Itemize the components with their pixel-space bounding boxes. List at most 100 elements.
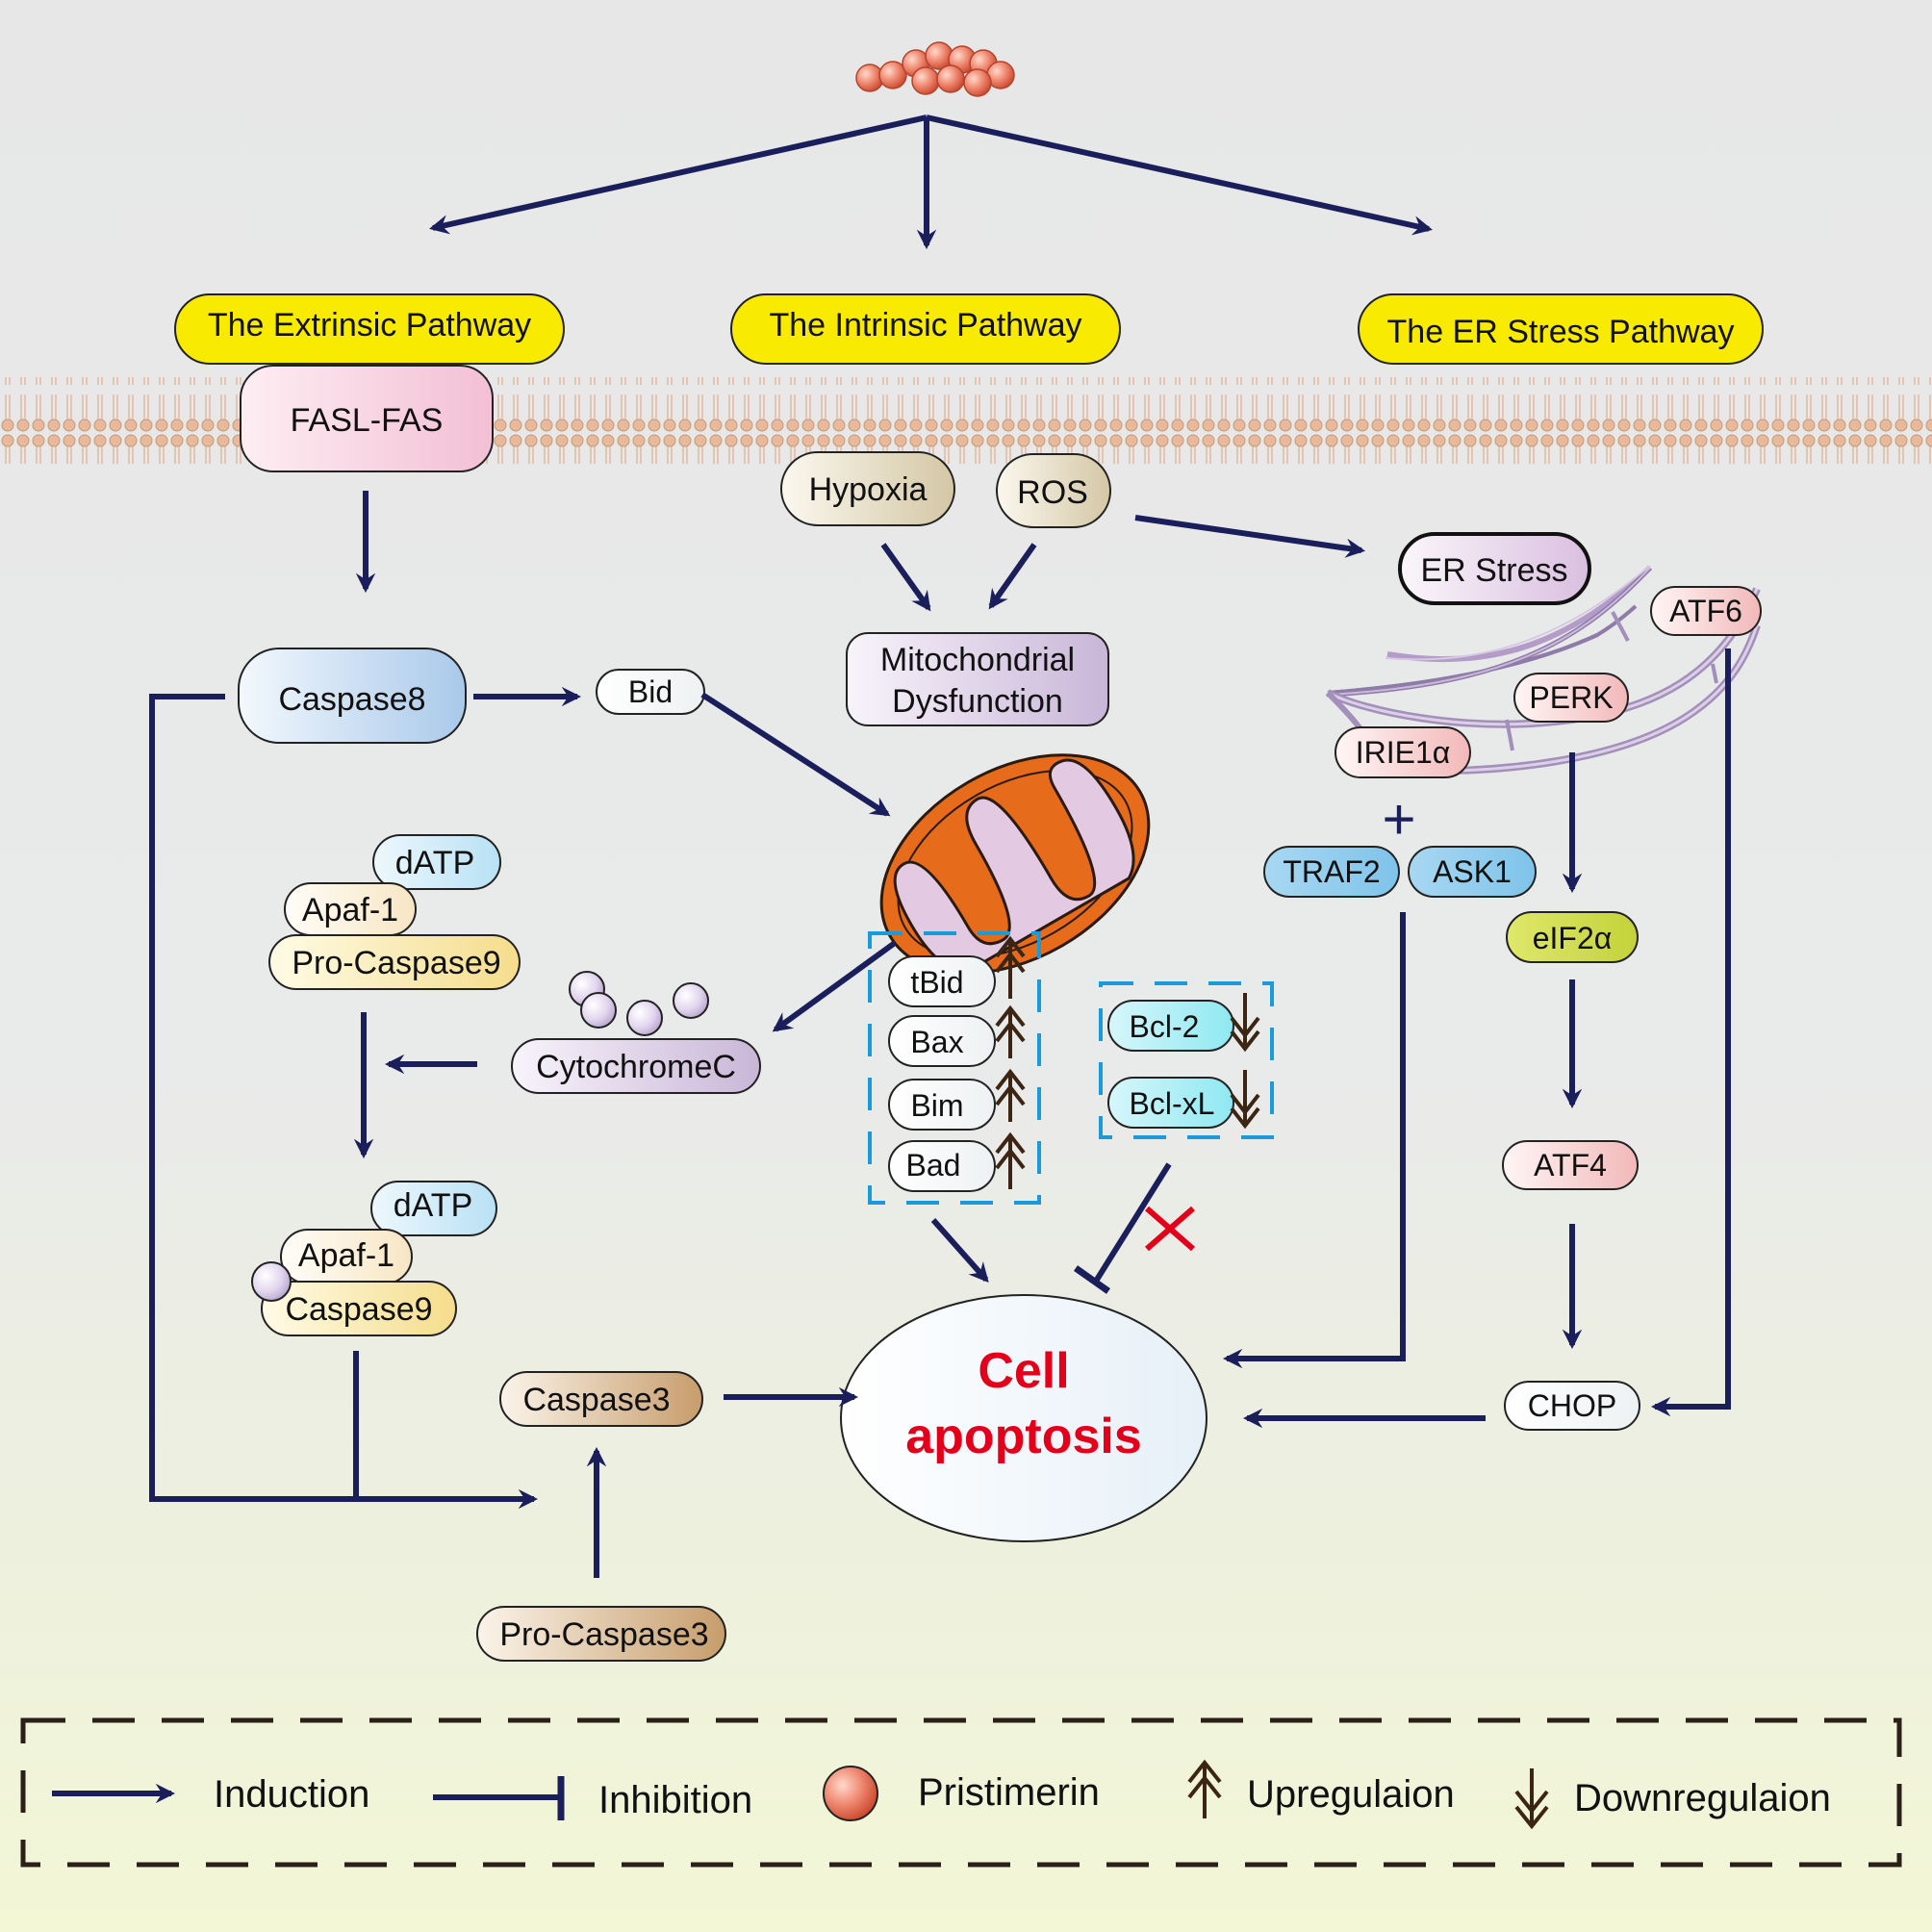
legend-induction: Induction	[52, 1773, 369, 1816]
svg-text:ASK1: ASK1	[1433, 854, 1512, 889]
cell-apoptosis-node: Cell apoptosis	[840, 1294, 1208, 1542]
node-bid: Bid	[596, 669, 705, 715]
svg-text:Hypoxia: Hypoxia	[809, 471, 928, 508]
up-arrow-bax-icon	[995, 1004, 1026, 1058]
flow-arrows	[149, 491, 1731, 1578]
svg-text:Bid: Bid	[628, 674, 673, 709]
inhibit-cross-icon	[1145, 1206, 1195, 1252]
svg-text:ATF4: ATF4	[1534, 1148, 1607, 1182]
svg-text:PERK: PERK	[1529, 680, 1613, 715]
svg-text:Pro-Caspase3: Pro-Caspase3	[499, 1616, 708, 1653]
pro-apoptotic-box	[868, 931, 1041, 1205]
node-bclxl: Bcl-xL	[1107, 1077, 1234, 1129]
svg-text:eIF2α: eIF2α	[1533, 921, 1613, 955]
svg-text:dATP: dATP	[395, 845, 475, 881]
node-bad: Bad	[888, 1140, 996, 1192]
node-mitochondrial-dysfunction: Mitochondrial Dysfunction	[846, 632, 1109, 726]
svg-text:FASL-FAS: FASL-FAS	[291, 402, 444, 439]
node-er-stress: ER Stress	[1398, 532, 1591, 605]
svg-text:Apaf-1: Apaf-1	[298, 1237, 394, 1274]
node-pro-caspase9: Pro-Caspase9	[268, 934, 521, 990]
endoplasmic-reticulum	[1325, 565, 1761, 775]
node-eif2a: eIF2α	[1506, 911, 1639, 963]
node-caspase8: Caspase8	[238, 648, 467, 744]
pathway-intrinsic: The Intrinsic Pathway	[730, 293, 1121, 365]
svg-text:Caspase9: Caspase9	[285, 1291, 432, 1328]
pathway-extrinsic-label: The Extrinsic Pathway	[208, 307, 531, 343]
svg-text:Bcl-xL: Bcl-xL	[1130, 1086, 1215, 1121]
pathway-extrinsic: The Extrinsic Pathway	[174, 293, 565, 365]
plus-sign: +	[1382, 787, 1415, 852]
pristimerin-ball-icon	[823, 1766, 878, 1821]
node-tbid: tBid	[888, 955, 996, 1007]
node-bax: Bax	[888, 1015, 996, 1067]
cytochrome-c-bound	[251, 1261, 292, 1302]
svg-text:CHOP: CHOP	[1528, 1388, 1616, 1423]
node-chop: CHOP	[1504, 1381, 1640, 1431]
up-arrow-tbid-icon	[995, 935, 1026, 999]
node-cytochrome-c: CytochromeC	[511, 1038, 761, 1094]
pristimerin-cluster	[855, 41, 1015, 97]
node-atf4: ATF4	[1502, 1140, 1639, 1190]
node-datp-2: dATP	[370, 1181, 497, 1236]
up-arrow-bad-icon	[995, 1131, 1026, 1189]
legend-box	[20, 1717, 1902, 1868]
svg-text:apoptosis: apoptosis	[905, 1409, 1142, 1464]
node-atf6: ATF6	[1650, 586, 1762, 636]
inhibition-bcl	[1073, 1162, 1172, 1294]
svg-text:Caspase8: Caspase8	[278, 681, 425, 718]
svg-text:Bad: Bad	[906, 1148, 961, 1182]
svg-text:CytochromeC: CytochromeC	[536, 1049, 736, 1085]
svg-text:Inhibition: Inhibition	[598, 1779, 752, 1821]
svg-text:TRAF2: TRAF2	[1283, 854, 1380, 889]
svg-text:Mitochondrial: Mitochondrial	[880, 642, 1075, 678]
node-ask1: ASK1	[1408, 846, 1537, 898]
mitochondrion-icon	[879, 753, 1151, 975]
legend-inhibition: Inhibition	[433, 1776, 752, 1821]
down-arrow-bclxl-icon	[1230, 1070, 1260, 1130]
svg-text:dATP: dATP	[394, 1187, 473, 1224]
upregulation-arrows	[995, 935, 1026, 1189]
pathway-er-label: The ER Stress Pathway	[1387, 314, 1735, 350]
svg-text:ATF6: ATF6	[1669, 594, 1742, 628]
downregulation-arrows	[1230, 993, 1260, 1130]
node-perk: PERK	[1513, 673, 1629, 723]
up-arrow-icon	[1187, 1759, 1222, 1818]
node-bim: Bim	[888, 1079, 996, 1131]
legend-pristimerin: Pristimerin	[823, 1766, 1100, 1821]
svg-text:Downregulaion: Downregulaion	[1574, 1777, 1831, 1819]
pathway-er-stress: The ER Stress Pathway	[1358, 293, 1764, 365]
pathway-intrinsic-label: The Intrinsic Pathway	[769, 307, 1081, 343]
legend-upregulation: Upregulaion	[1187, 1759, 1455, 1818]
svg-text:Caspase3: Caspase3	[522, 1382, 670, 1418]
svg-text:Bcl-2: Bcl-2	[1130, 1009, 1200, 1044]
svg-text:Cell: Cell	[978, 1343, 1069, 1399]
svg-text:ROS: ROS	[1017, 474, 1088, 511]
node-bcl2: Bcl-2	[1107, 1000, 1234, 1052]
node-ros: ROS	[996, 453, 1111, 528]
node-traf2: TRAF2	[1263, 846, 1400, 898]
svg-text:Bax: Bax	[910, 1025, 963, 1059]
svg-text:Dysfunction: Dysfunction	[892, 683, 1063, 720]
svg-text:ER Stress: ER Stress	[1420, 552, 1567, 589]
node-caspase3: Caspase3	[499, 1371, 703, 1427]
svg-text:Bim: Bim	[910, 1088, 963, 1123]
svg-text:Induction: Induction	[214, 1773, 369, 1816]
node-ire1a: IRIE1α	[1335, 726, 1471, 778]
svg-text:Upregulaion: Upregulaion	[1247, 1773, 1455, 1816]
node-datp-1: dATP	[372, 834, 501, 890]
down-arrow-icon	[1514, 1768, 1549, 1830]
node-apaf1-2: Apaf-1	[280, 1229, 413, 1284]
svg-text:Pro-Caspase9: Pro-Caspase9	[292, 945, 500, 981]
svg-text:Pristimerin: Pristimerin	[918, 1771, 1100, 1814]
top-arrows	[429, 114, 1433, 250]
node-fasl-fas: FASL-FAS	[240, 365, 494, 472]
anti-apoptotic-box	[1099, 981, 1274, 1139]
node-hypoxia: Hypoxia	[780, 451, 955, 526]
svg-text:IRIE1α: IRIE1α	[1356, 735, 1451, 770]
svg-text:Apaf-1: Apaf-1	[302, 892, 398, 928]
node-caspase9: Caspase9	[261, 1281, 457, 1336]
down-arrow-bcl2-icon	[1230, 993, 1260, 1053]
